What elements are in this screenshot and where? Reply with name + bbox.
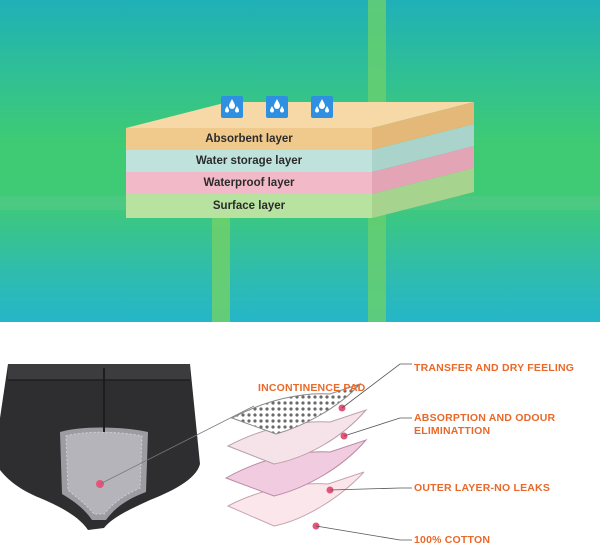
stack-side-face-surface [372,168,474,218]
stack-side-face-storage [372,124,474,172]
stack-side-face-absorbent [372,102,474,150]
incontinence-pad-label: INCONTINENCE PAD [258,382,366,394]
layer-absorbent: Absorbent layer [126,128,372,150]
pad-leader-line [99,405,255,485]
layer-stack-3d [126,102,474,218]
pad-layer-transfer [230,382,362,435]
stack-side-face-waterproof [372,146,474,194]
water-drop-icon [221,96,243,118]
callout-leader-line [343,417,412,437]
water-drop-icon [266,96,288,118]
callout-absorption-odour: ABSORPTION AND ODOUR ELIMINATTION [414,412,556,437]
callout-leader-line [329,487,412,491]
layer-waterproof: Waterproof layer [126,172,372,194]
callout-cotton: 100% COTTON [414,534,491,546]
stack-top-face [126,102,474,128]
layer-water-storage: Water storage layer [126,150,372,172]
pad-layer-outer [224,438,368,497]
background-stripe [212,210,230,322]
product-diagram-panel: INCONTINENCE PAD TRANSFER AND DRY FEELIN… [0,322,600,548]
callout-outer-layer: OUTER LAYER-NO LEAKS [414,482,551,494]
callout-transfer-dry: TRANSFER AND DRY FEELING [414,362,575,374]
underwear-brief-image [0,364,200,530]
water-drop-icon [311,96,333,118]
layer-surface: Surface layer [126,194,372,218]
product-illustration [0,363,412,541]
pad-layer-absorption [226,408,368,465]
layer-diagram-panel: Absorbent layer Water storage layer Wate… [0,0,600,322]
callout-leader-line [315,525,412,541]
callout-leader-line [341,363,412,409]
